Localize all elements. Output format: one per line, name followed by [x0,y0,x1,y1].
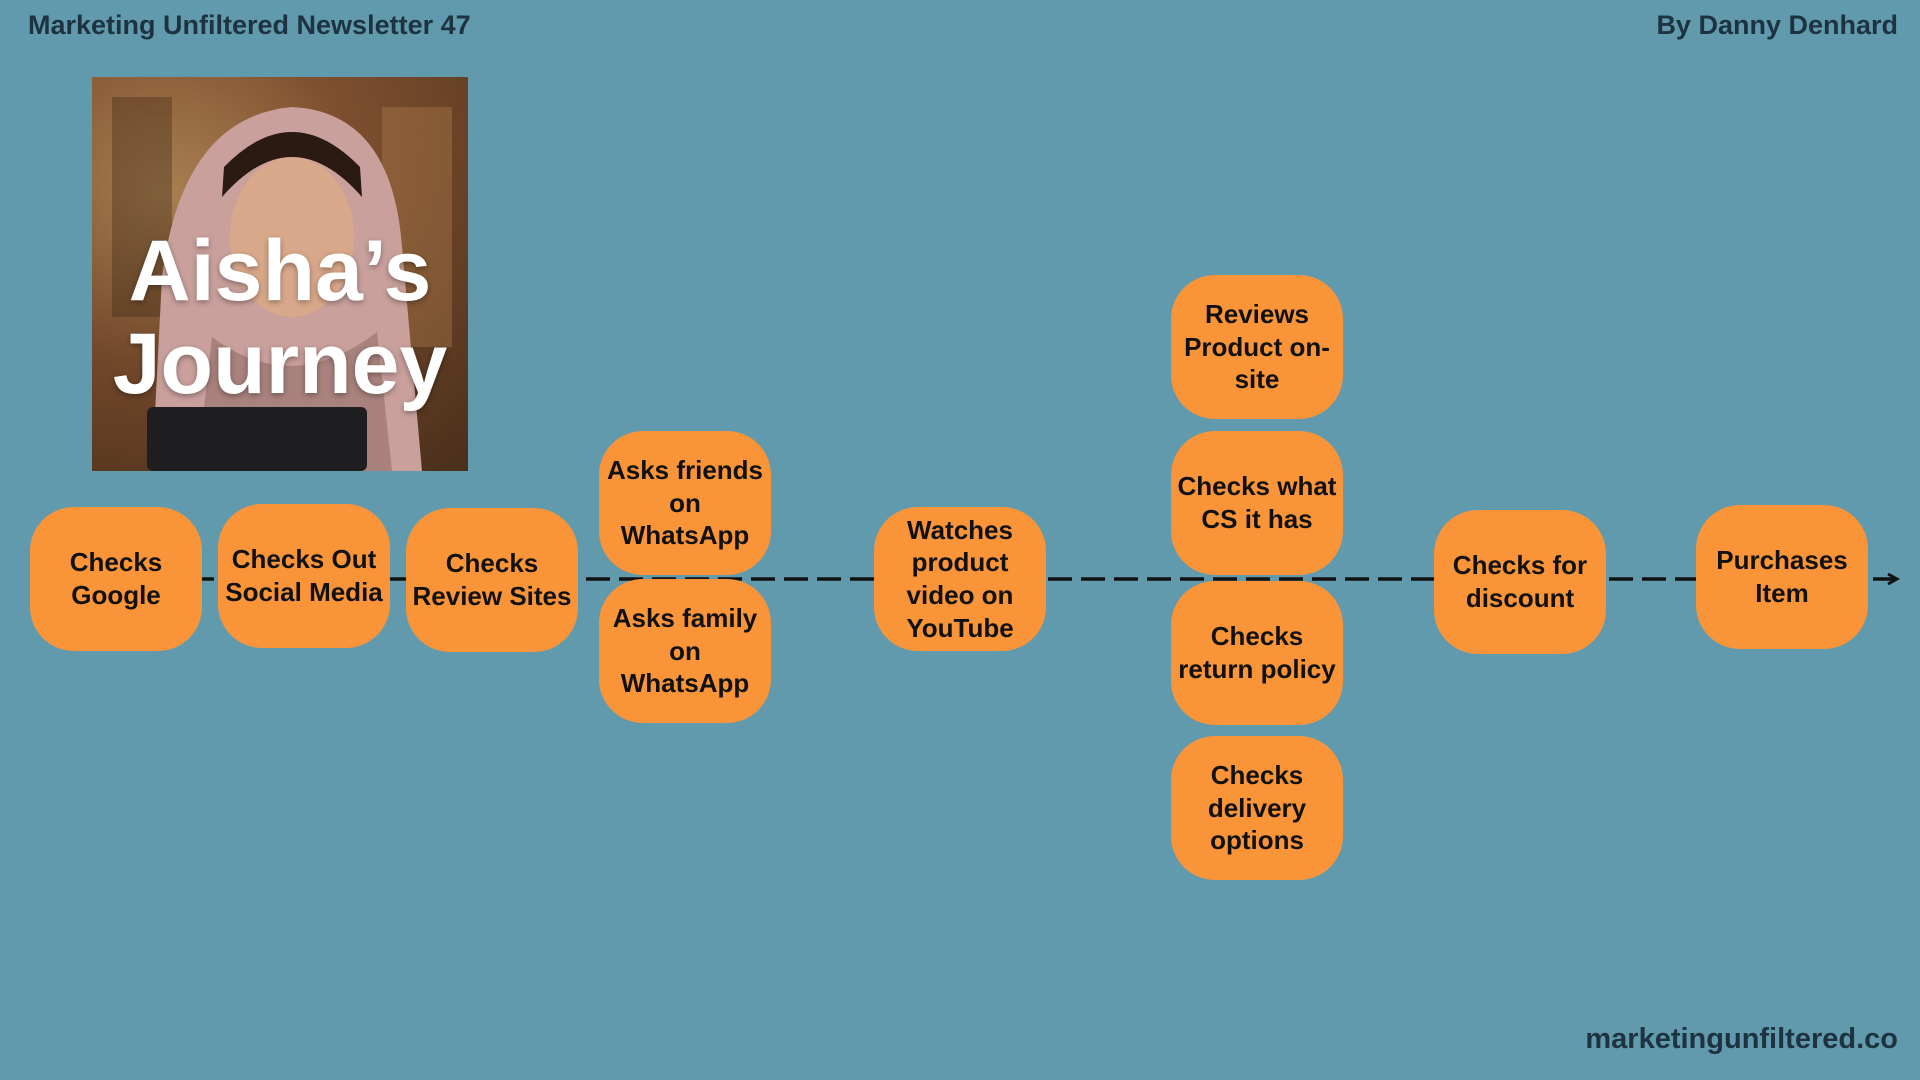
newsletter-title: Marketing Unfiltered Newsletter 47 [28,10,471,40]
step-label: Checks Out Social Media [225,544,383,607]
step-label: Watches product video on YouTube [906,514,1014,643]
persona-title: Aisha’s Journey [92,225,468,411]
step-label: Checks delivery options [1207,759,1307,856]
step-purchases-item: Purchases Item [1696,505,1868,649]
persona-title-line-2: Journey [112,315,448,412]
step-checks-review-sites: Checks Review Sites [406,508,578,652]
step-label: Checks return policy [1178,621,1336,684]
step-watches-video: Watches product video on YouTube [874,507,1046,651]
step-label: Asks friends on WhatsApp [606,454,764,551]
persona-photo: Aisha’s Journey [92,77,468,471]
site-url: marketingunfiltered.co [1585,1023,1898,1055]
step-label: Checks for discount [1452,550,1588,613]
step-checks-delivery: Checks delivery options [1171,736,1343,880]
step-label: Checks Google [69,547,163,610]
author-byline: By Danny Denhard [1656,10,1898,40]
step-checks-google: Checks Google [30,507,202,651]
step-asks-family: Asks family on WhatsApp [599,579,771,723]
step-label: Reviews Product on-site [1184,298,1330,395]
step-label: Checks Review Sites [412,548,572,611]
step-checks-cs: Checks what CS it has [1171,431,1343,575]
step-checks-return: Checks return policy [1171,581,1343,725]
step-reviews-product: Reviews Product on-site [1171,275,1343,419]
persona-title-line-1: Aisha’s [128,223,432,319]
step-checks-discount: Checks for discount [1434,510,1606,654]
step-checks-social-media: Checks Out Social Media [218,504,390,648]
step-label: Asks family on WhatsApp [612,602,758,699]
step-asks-friends: Asks friends on WhatsApp [599,431,771,575]
step-label: Checks what CS it has [1177,471,1337,534]
step-label: Purchases Item [1716,545,1848,608]
persona-illustration [112,97,452,471]
